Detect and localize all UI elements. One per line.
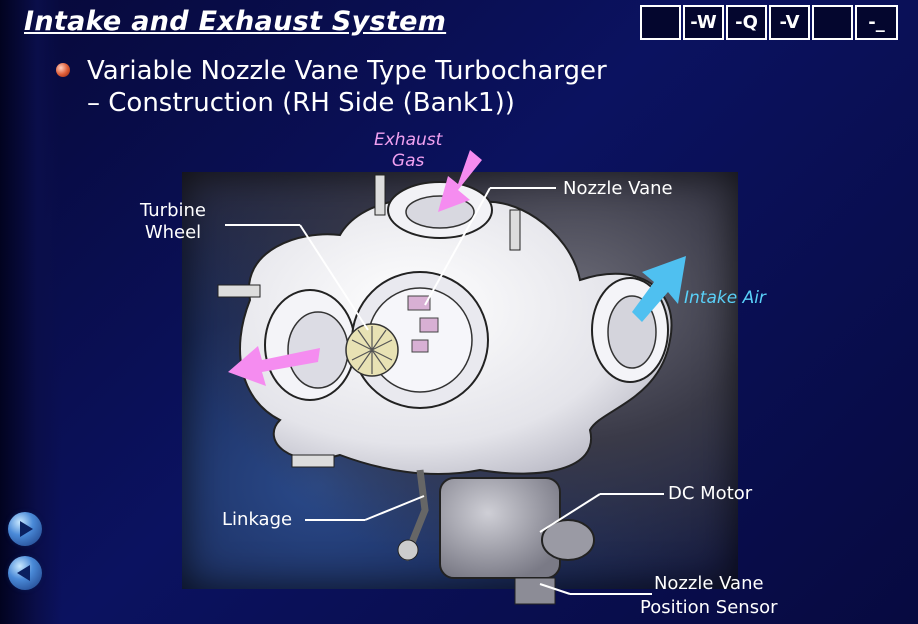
exhaust-gas-label: Exhaust Gas	[374, 130, 442, 172]
dc-motor-body	[439, 477, 561, 579]
position-sensor-label: Nozzle Vane Position Sensor	[640, 572, 778, 620]
next-slide-button[interactable]	[8, 512, 42, 546]
prev-slide-button[interactable]	[8, 556, 42, 590]
turbine-wheel-label: Turbine Wheel	[140, 200, 206, 244]
subtitle-line-2: – Construction (RH Side (Bank1))	[87, 88, 515, 118]
position-sensor	[514, 577, 556, 605]
linkage-label: Linkage	[222, 509, 293, 530]
arrow-left-icon	[17, 565, 30, 581]
bullet-icon	[56, 63, 70, 77]
engine-code-badges: -W -Q -V -_	[640, 5, 900, 40]
slide-subtitle: Variable Nozzle Vane Type Turbocharger –…	[87, 55, 607, 119]
intake-air-arrow	[632, 256, 686, 322]
engine-badge-1	[640, 5, 681, 40]
exhaust-gas-outlet-arrow	[228, 346, 320, 386]
position-sensor-label-line2: Position Sensor	[640, 597, 778, 618]
dc-motor-label: DC Motor	[668, 483, 753, 504]
exhaust-gas-label-line1: Exhaust	[374, 130, 443, 150]
subtitle-line-1: Variable Nozzle Vane Type Turbocharger	[87, 56, 607, 86]
turbine-wheel-label-line1: Turbine	[140, 200, 206, 221]
exhaust-gas-inlet-arrow	[438, 150, 482, 212]
nozzle-vane-label: Nozzle Vane	[563, 178, 673, 199]
engine-badge-5	[812, 5, 853, 40]
engine-badge-q: -Q	[726, 5, 767, 40]
engine-badge-v: -V	[769, 5, 810, 40]
turbine-wheel-label-line2: Wheel	[144, 222, 202, 243]
arrow-right-icon	[20, 521, 33, 537]
page-title: Intake and Exhaust System	[24, 6, 447, 37]
position-sensor-label-line1: Nozzle Vane	[653, 573, 764, 594]
exhaust-gas-label-line2: Gas	[391, 151, 425, 171]
engine-badge-w: -W	[683, 5, 724, 40]
engine-badge-underscore: -_	[855, 5, 898, 40]
intake-air-label: Intake Air	[684, 288, 766, 308]
